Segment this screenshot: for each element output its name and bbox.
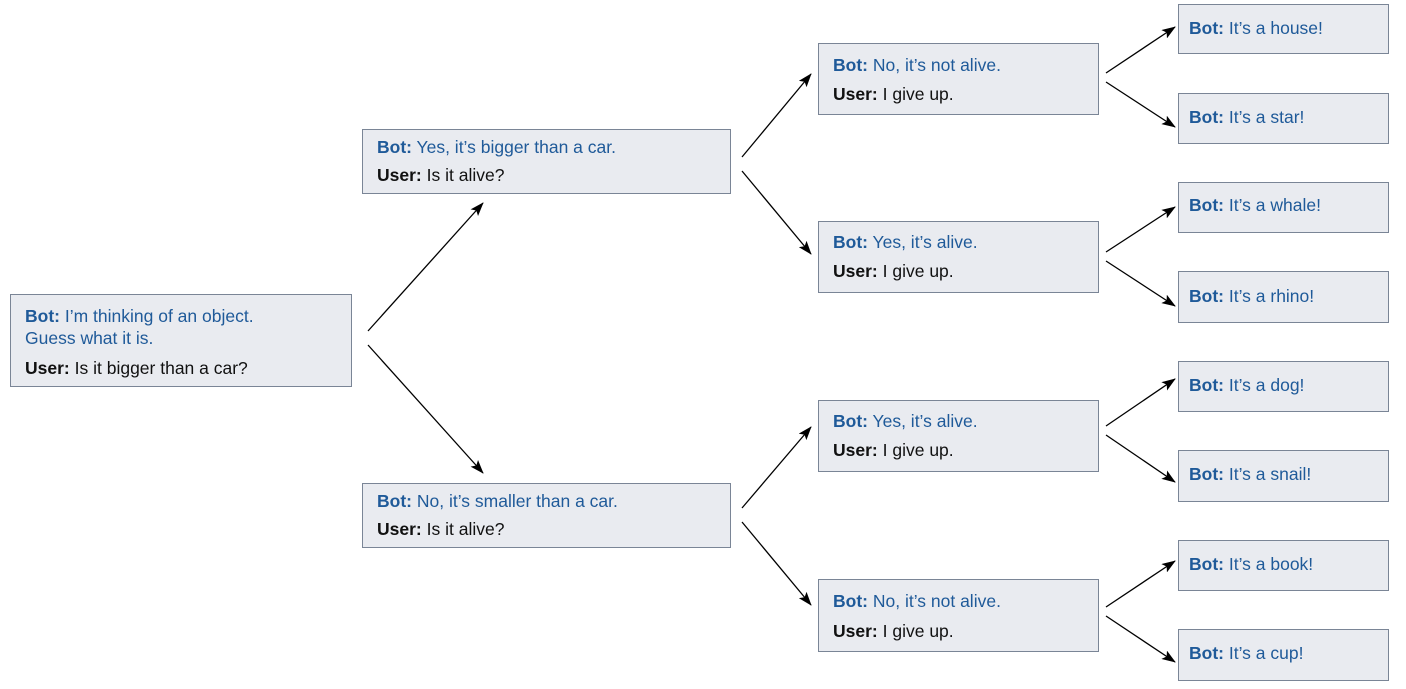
bot-label: Bot:: [833, 411, 868, 431]
bot-label: Bot:: [1189, 643, 1224, 663]
node-smaller-alive: Bot: Yes, it’s alive. User: I give up.: [818, 400, 1099, 472]
smaller-not-alive-bot-line: Bot: No, it’s not alive.: [833, 590, 1001, 612]
root-user-line: User: Is it bigger than a car?: [25, 357, 248, 379]
bot-label: Bot:: [377, 137, 412, 157]
node-bigger-not-alive: Bot: No, it’s not alive. User: I give up…: [818, 43, 1099, 115]
bigger-not-alive-bot-line: Bot: No, it’s not alive.: [833, 54, 1001, 76]
bot-label: Bot:: [25, 306, 60, 326]
root-user-text: Is it bigger than a car?: [74, 358, 248, 378]
smaller-user-line: User: Is it alive?: [377, 518, 504, 540]
leaf-house-line: Bot: It’s a house!: [1189, 17, 1323, 39]
bot-label: Bot:: [1189, 195, 1224, 215]
smaller-bot-line: Bot: No, it’s smaller than a car.: [377, 490, 618, 512]
user-label: User:: [833, 84, 878, 104]
arrow-to-snail: [1105, 434, 1176, 483]
smaller-alive-user-text: I give up.: [882, 440, 954, 460]
leaf-whale-line: Bot: It’s a whale!: [1189, 194, 1321, 216]
arrow-to-house: [1105, 26, 1176, 74]
bigger-user-text: Is it alive?: [426, 165, 505, 185]
arrow-to-rhino: [1105, 260, 1176, 307]
leaf-house-text: It’s a house!: [1228, 18, 1323, 38]
leaf-cup-line: Bot: It’s a cup!: [1189, 642, 1303, 664]
leaf-rhino: Bot: It’s a rhino!: [1178, 271, 1389, 323]
user-label: User:: [377, 165, 422, 185]
leaf-whale-text: It’s a whale!: [1228, 195, 1321, 215]
bigger-bot-line: Bot: Yes, it’s bigger than a car.: [377, 136, 616, 158]
leaf-book: Bot: It’s a book!: [1178, 540, 1389, 591]
bigger-bot-text: Yes, it’s bigger than a car.: [416, 137, 616, 157]
bot-label: Bot:: [1189, 18, 1224, 38]
smaller-bot-text: No, it’s smaller than a car.: [416, 491, 618, 511]
smaller-alive-user-line: User: I give up.: [833, 439, 954, 461]
bot-label: Bot:: [1189, 464, 1224, 484]
bot-label: Bot:: [1189, 554, 1224, 574]
bot-label: Bot:: [833, 232, 868, 252]
bot-label: Bot:: [377, 491, 412, 511]
leaf-snail-line: Bot: It’s a snail!: [1189, 463, 1311, 485]
user-label: User:: [377, 519, 422, 539]
bot-label: Bot:: [833, 55, 868, 75]
bigger-alive-bot-line: Bot: Yes, it’s alive.: [833, 231, 978, 253]
arrow-bigger-to-alive: [741, 170, 812, 255]
leaf-dog-line: Bot: It’s a dog!: [1189, 374, 1304, 396]
smaller-not-alive-user-text: I give up.: [882, 621, 954, 641]
arrow-to-whale: [1105, 206, 1176, 253]
leaf-cup: Bot: It’s a cup!: [1178, 629, 1389, 681]
root-bot-line-2: Guess what it is.: [25, 327, 153, 349]
bot-label: Bot:: [1189, 375, 1224, 395]
root-bot-text-2: Guess what it is.: [25, 328, 154, 348]
user-label: User:: [833, 261, 878, 281]
root-bot-line-1: Bot: I’m thinking of an object.: [25, 305, 254, 327]
arrow-to-star: [1105, 81, 1176, 128]
node-smaller: Bot: No, it’s smaller than a car. User: …: [362, 483, 731, 548]
bigger-not-alive-user-line: User: I give up.: [833, 83, 954, 105]
smaller-not-alive-user-line: User: I give up.: [833, 620, 954, 642]
smaller-not-alive-bot-text: No, it’s not alive.: [872, 591, 1001, 611]
node-root: Bot: I’m thinking of an object. Guess wh…: [10, 294, 352, 387]
leaf-rhino-line: Bot: It’s a rhino!: [1189, 285, 1314, 307]
node-bigger: Bot: Yes, it’s bigger than a car. User: …: [362, 129, 731, 194]
bigger-not-alive-bot-text: No, it’s not alive.: [872, 55, 1001, 75]
node-smaller-not-alive: Bot: No, it’s not alive. User: I give up…: [818, 579, 1099, 652]
arrow-to-dog: [1105, 378, 1176, 427]
bigger-alive-user-text: I give up.: [882, 261, 954, 281]
leaf-whale: Bot: It’s a whale!: [1178, 182, 1389, 233]
leaf-cup-text: It’s a cup!: [1228, 643, 1304, 663]
arrow-smaller-to-not-alive: [741, 521, 812, 606]
arrow-to-book: [1105, 560, 1176, 608]
leaf-dog: Bot: It’s a dog!: [1178, 361, 1389, 412]
leaf-snail: Bot: It’s a snail!: [1178, 450, 1389, 502]
bigger-alive-user-line: User: I give up.: [833, 260, 954, 282]
smaller-user-text: Is it alive?: [426, 519, 505, 539]
user-label: User:: [833, 440, 878, 460]
bot-label: Bot:: [1189, 286, 1224, 306]
user-label: User:: [833, 621, 878, 641]
arrow-to-cup: [1105, 615, 1176, 663]
leaf-house: Bot: It’s a house!: [1178, 4, 1389, 54]
bigger-user-line: User: Is it alive?: [377, 164, 504, 186]
smaller-alive-bot-text: Yes, it’s alive.: [872, 411, 978, 431]
user-label: User:: [25, 358, 70, 378]
leaf-star: Bot: It’s a star!: [1178, 93, 1389, 144]
leaf-star-text: It’s a star!: [1228, 107, 1305, 127]
arrow-root-to-smaller: [367, 344, 484, 474]
bot-label: Bot:: [1189, 107, 1224, 127]
bigger-alive-bot-text: Yes, it’s alive.: [872, 232, 978, 252]
root-bot-text-1: I’m thinking of an object.: [64, 306, 254, 326]
leaf-rhino-text: It’s a rhino!: [1228, 286, 1315, 306]
leaf-star-line: Bot: It’s a star!: [1189, 106, 1304, 128]
arrow-root-to-bigger: [367, 202, 484, 332]
leaf-book-line: Bot: It’s a book!: [1189, 553, 1313, 575]
node-bigger-alive: Bot: Yes, it’s alive. User: I give up.: [818, 221, 1099, 293]
leaf-dog-text: It’s a dog!: [1228, 375, 1305, 395]
arrow-smaller-to-alive: [741, 426, 812, 509]
bot-label: Bot:: [833, 591, 868, 611]
leaf-book-text: It’s a book!: [1228, 554, 1314, 574]
arrow-bigger-to-not-alive: [741, 73, 812, 158]
bigger-not-alive-user-text: I give up.: [882, 84, 954, 104]
leaf-snail-text: It’s a snail!: [1228, 464, 1312, 484]
smaller-alive-bot-line: Bot: Yes, it’s alive.: [833, 410, 978, 432]
